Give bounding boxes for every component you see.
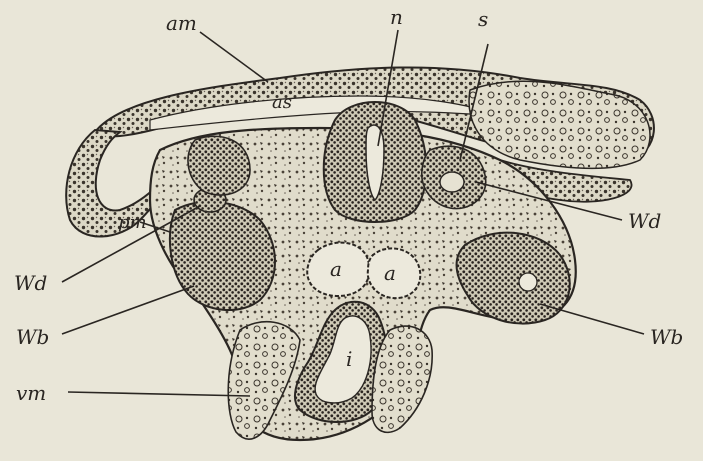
label-as: as bbox=[272, 92, 292, 113]
wolffian-duct-right bbox=[440, 172, 464, 192]
label-wb-right: Wb bbox=[650, 325, 683, 349]
label-wb-left: Wb bbox=[16, 325, 49, 349]
label-s: s bbox=[478, 7, 488, 31]
leader-am bbox=[200, 32, 268, 82]
label-wd-left: Wd bbox=[14, 271, 47, 295]
label-vm: vm bbox=[16, 381, 46, 405]
left-mesoderm-lobe bbox=[188, 136, 250, 195]
wolffian-body-right-lumen bbox=[519, 273, 537, 291]
wolffian-body-left bbox=[170, 202, 275, 310]
label-aorta-left: a bbox=[330, 257, 342, 281]
leader-wb-right bbox=[540, 304, 644, 334]
leader-vm bbox=[68, 392, 250, 396]
label-n: n bbox=[390, 5, 403, 29]
leader-wb-left bbox=[62, 286, 194, 334]
label-intestine: i bbox=[346, 347, 352, 371]
label-aorta-right: a bbox=[384, 261, 396, 285]
label-pm: pm bbox=[118, 212, 147, 233]
label-am: am bbox=[166, 11, 197, 35]
label-wd-right: Wd bbox=[628, 209, 661, 233]
